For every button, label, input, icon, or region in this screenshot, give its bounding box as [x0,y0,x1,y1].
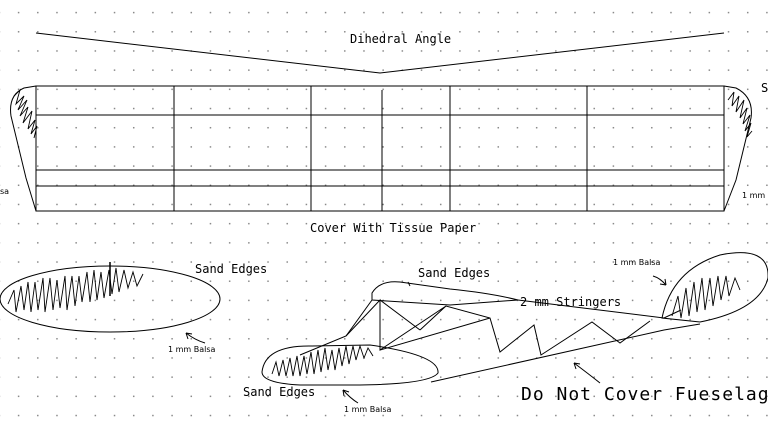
fuselage-front-hatch [271,344,374,377]
balsa-wing-right-label: 1 mm [742,191,766,200]
dihedral-line [35,32,725,74]
tail-fin-hatch [671,275,741,319]
fuselage-canopy [371,281,519,306]
wing-tip-right-hatch [727,91,753,138]
fuselage-truss-3 [379,299,421,331]
leader-balsa-bottom [342,389,359,404]
wing-outline [35,85,725,212]
leader-balsa-left [185,332,206,344]
stabilizer-hatch [7,267,144,313]
wing-tip-left-hatch [13,88,38,139]
fuselage-top [299,299,373,356]
fuselage-front-ellipse [261,344,439,386]
leader-balsa-tail-head [659,278,667,286]
sand-edges-left-label: Sand Edges [195,262,268,276]
do-not-cover-label: Do Not Cover Fueselage [521,384,768,405]
leader-balsa-tail [652,275,667,286]
leader-do-not-cover [573,362,601,384]
balsa-left-label: 1 mm Balsa [168,345,216,354]
fuselage-canopy-notch [407,281,411,287]
fuselage-bottom [430,323,701,383]
edge-right-s-label: S [761,81,768,95]
balsa-bottom-label: 1 mm Balsa [344,405,392,414]
sand-edges-bottom-label: Sand Edges [243,385,316,399]
stringers-label: 2 mm Stringers [520,295,622,309]
fuselage-truss-2 [379,317,491,351]
cover-tissue-label: Cover With Tissue Paper [310,221,477,235]
dihedral-angle-label: Dihedral Angle [350,32,452,46]
wing-tip-right [723,85,752,212]
wing-tip-left [10,85,37,212]
tail-fin-outline [661,252,768,323]
leader-do-not-cover-head [573,362,581,370]
balsa-wing-left-label: sa [0,187,10,196]
balsa-tail-label: 1 mm Balsa [613,258,661,267]
leader-balsa-left-head [185,332,193,340]
leader-balsa-bottom-head [342,389,350,397]
sand-edges-top-label: Sand Edges [418,266,491,280]
